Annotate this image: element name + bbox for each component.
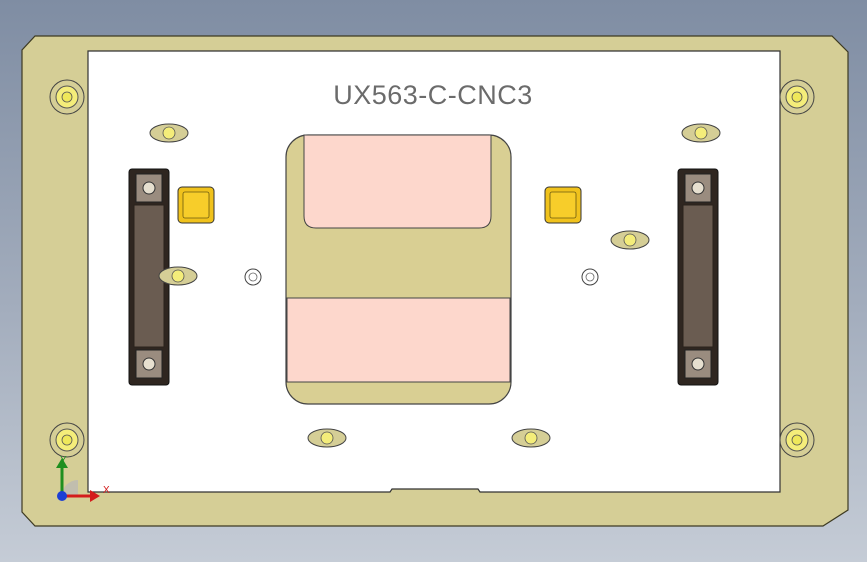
locating-pin-left[interactable] (244, 268, 262, 286)
corner-bolt-bottom-right[interactable] (779, 422, 815, 458)
axis-x-label: X (103, 485, 110, 496)
right-clamp-bar[interactable] (677, 168, 719, 386)
locator-block-right[interactable] (544, 186, 582, 224)
locator-block-left[interactable] (177, 186, 215, 224)
cam-clamp[interactable] (307, 428, 347, 448)
lower-pad[interactable] (286, 297, 511, 383)
locating-pin-right[interactable] (581, 268, 599, 286)
cam-clamp[interactable] (158, 266, 198, 286)
upper-pad[interactable] (303, 134, 492, 229)
cam-clamp[interactable] (149, 123, 189, 143)
cam-clamp[interactable] (681, 123, 721, 143)
corner-bolt-top-left[interactable] (49, 79, 85, 115)
corner-bolt-top-right[interactable] (779, 79, 815, 115)
axis-y-label: Y (60, 455, 67, 466)
left-clamp-bar[interactable] (128, 168, 170, 386)
corner-bolt-bottom-left[interactable] (49, 422, 85, 458)
cam-clamp[interactable] (511, 428, 551, 448)
axis-triad-icon (56, 458, 100, 502)
part-label: UX563-C-CNC3 (333, 80, 533, 110)
cam-clamp[interactable] (610, 230, 650, 250)
